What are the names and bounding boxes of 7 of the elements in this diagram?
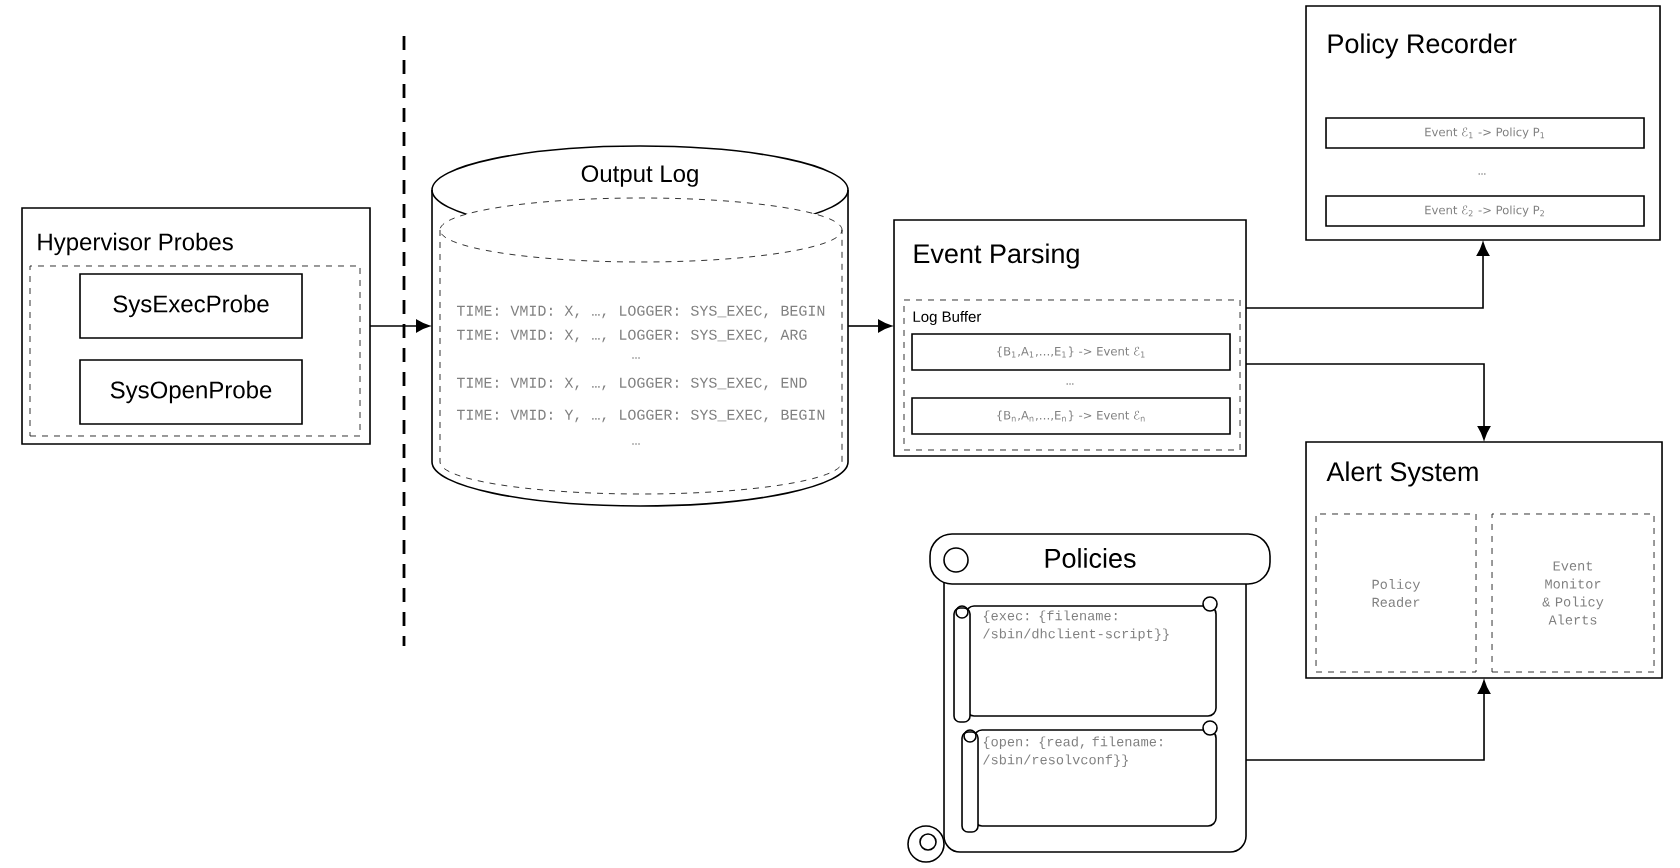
probe-box: SysOpenProbe bbox=[79, 359, 303, 425]
arrow bbox=[847, 319, 892, 333]
arrow bbox=[1245, 242, 1490, 309]
probe-box: SysExecProbe bbox=[79, 273, 303, 339]
arrow bbox=[369, 319, 430, 333]
arrow bbox=[1245, 680, 1491, 761]
arrow bbox=[1245, 363, 1491, 440]
